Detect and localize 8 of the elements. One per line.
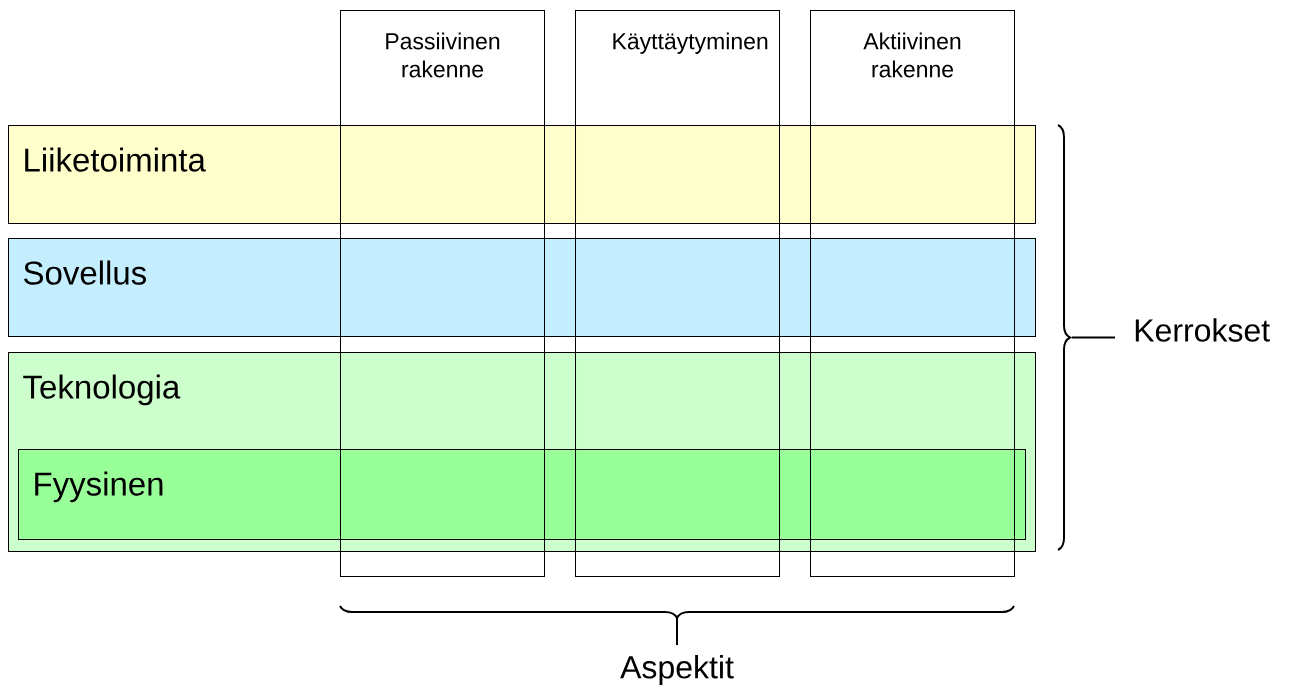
layer-band: Fyysinen — [18, 449, 1026, 540]
axis-label: Kerrokset — [1135, 318, 1270, 342]
aspect-column: Passiivinen rakenne — [340, 10, 545, 577]
layer-band: Liiketoiminta — [8, 125, 1036, 224]
axis-label: Aspektit — [620, 655, 734, 685]
aspect-column: Aktiivinen rakenne — [810, 10, 1015, 577]
aspect-column: Käyttäytyminen — [575, 10, 780, 577]
layer-band: Sovellus — [8, 238, 1036, 337]
